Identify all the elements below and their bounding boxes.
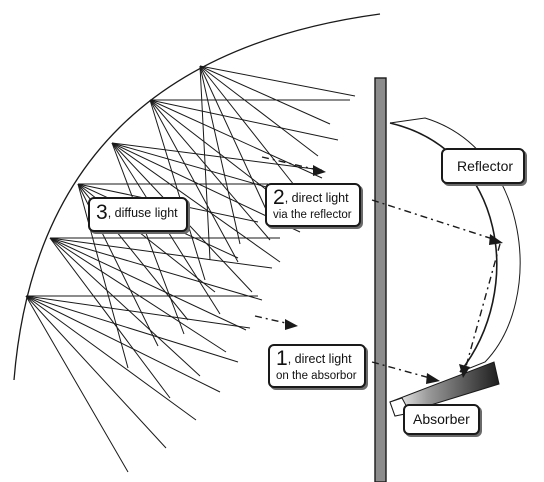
path-1-to-pane (254, 315, 291, 325)
diffuse-ray (77, 183, 129, 369)
path-2-down (464, 243, 501, 371)
direct-light-on-absorbor-label: 1, direct light on the absorbor (268, 344, 366, 389)
diffuse-light-text: , diffuse light (107, 206, 178, 220)
diffuse-ray-fans (25, 65, 356, 473)
diffuse-ray (25, 295, 221, 393)
arrowhead-1a (285, 319, 298, 330)
via-reflector-text-line2: via the reflector (273, 209, 352, 222)
diffuse-ray (49, 237, 263, 301)
diffuse-ray (199, 65, 211, 261)
arrowhead-2c (459, 364, 470, 378)
diffuse-ray (199, 65, 331, 125)
path-2-to-reflector (371, 199, 497, 241)
diffuse-ray (111, 142, 281, 263)
diffuse-ray (199, 65, 356, 97)
diffuse-light-label: 3, diffuse light (88, 197, 188, 233)
arrowhead-2b (489, 234, 503, 245)
arrowhead-1b (426, 373, 440, 384)
absorber-label: Absorber (403, 404, 480, 435)
reflector-outer-arc (389, 117, 521, 373)
on-absorbor-text-line1: , direct light (287, 352, 352, 366)
diffuse-ray (25, 295, 167, 449)
diffuse-ray (199, 65, 271, 219)
diffuse-ray (49, 237, 247, 331)
path-2-to-pane (261, 156, 319, 171)
direct-light-via-reflector-label: 2, direct light via the reflector (265, 183, 361, 228)
diffuse-ray (25, 295, 239, 363)
reflector-label: Reflector (441, 148, 526, 184)
diffuse-ray (199, 65, 299, 191)
via-reflector-number: 2 (273, 186, 285, 209)
diffuse-ray (25, 295, 251, 329)
diffuse-light-number: 3 (96, 201, 108, 224)
on-absorbor-text-line2: on the absorbor (276, 370, 357, 383)
diffuse-ray (149, 99, 271, 241)
diffuse-ray (199, 65, 319, 157)
arrowheads (285, 165, 503, 384)
via-reflector-text-line1: , direct light (284, 191, 349, 205)
diffuse-ray (49, 237, 171, 399)
diffuse-ray (49, 237, 227, 353)
on-absorbor-number: 1 (276, 347, 288, 370)
diffuse-ray (149, 99, 323, 179)
diffuse-ray (25, 295, 129, 473)
reflector-inner-arc (389, 122, 498, 373)
diffuse-ray (111, 142, 323, 171)
diffuse-ray (199, 65, 241, 245)
direct-light-paths (254, 156, 501, 379)
glass-pane (374, 77, 387, 482)
diffuse-ray (49, 237, 273, 269)
arrowhead-2a (313, 165, 326, 176)
diffuse-ray (49, 237, 201, 377)
diffuse-ray (149, 99, 239, 263)
diffuse-ray (25, 295, 197, 421)
diffuse-ray (149, 99, 339, 141)
